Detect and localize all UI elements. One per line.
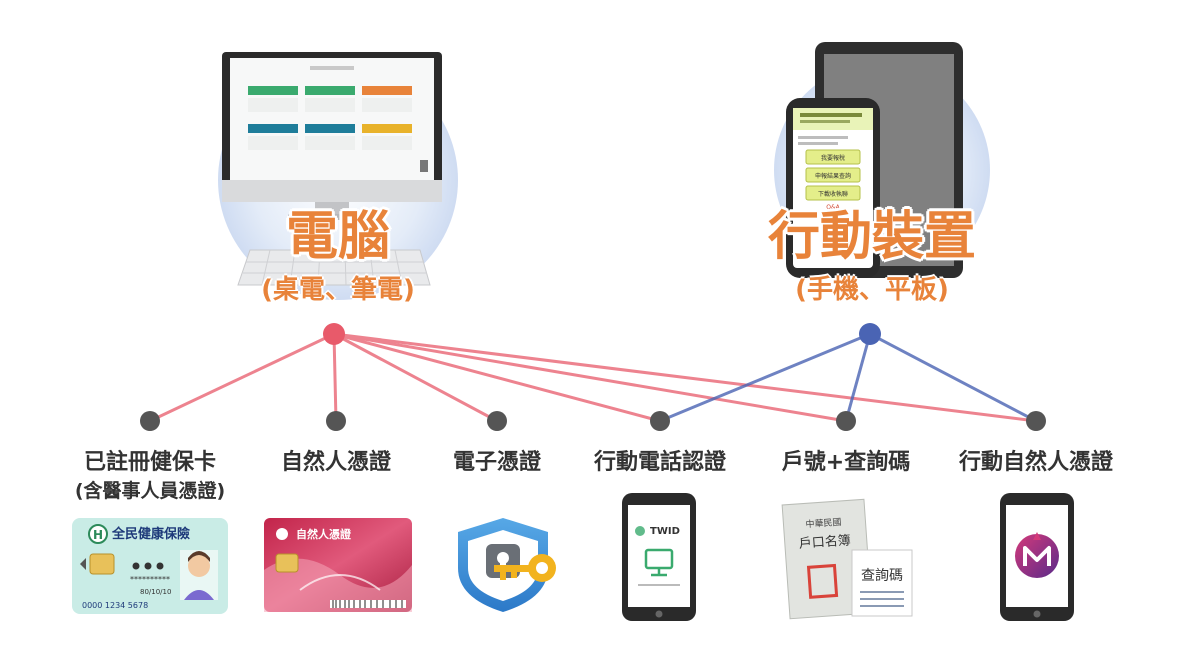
phone-icon: 我要報稅 申報結果查詢 下載收執聯 Q&A [786,98,880,278]
phone-menu-item-1[interactable]: 我要報稅 [821,154,845,162]
method-label-e-cert: 電子憑證 [452,450,541,475]
household-book-icon: 中華民國 戶口名簿 查詢碼 [781,498,913,620]
computer-title: 電腦 [285,207,390,267]
phone-menu-item-3[interactable]: 下載收執聯 [818,190,848,198]
household-header: 中華民國 [805,516,842,530]
health-card-icon: H 全民健康保險 ********** 80/10/10 0000 1234 5… [72,518,228,614]
method-node-1 [140,411,160,431]
citizen-certificate-card-icon: 自然人憑證 [264,518,412,612]
computer-connections [148,332,1038,423]
mobile-title: 行動裝置 [767,207,976,267]
method-label-citizen-cert: 自然人憑證 [280,450,391,475]
app-logo-icon [1015,534,1059,578]
method-sublabel-medical-cert: (含醫事人員憑證) [74,480,226,502]
computer-subtitle: (桌電、筆電) [261,275,415,305]
method-node-2 [326,411,346,431]
twid-label: TWID [650,526,680,537]
mobile-connections [658,332,1038,423]
phone-menu: 我要報稅 申報結果查詢 下載收執聯 Q&A [805,149,861,211]
computer-node [323,323,345,345]
svg-text:H: H [93,528,103,542]
method-node-5 [836,411,856,431]
desktop-monitor-icon [222,52,442,220]
method-node-4 [650,411,670,431]
citizen-card-title: 自然人憑證 [296,527,352,541]
mobile-node [859,323,881,345]
phone-qa-link[interactable]: Q&A [826,204,840,211]
twid-phone-icon: TWID [622,493,696,621]
query-code-label: 查詢碼 [861,568,903,584]
method-label-mobile-phone-auth: 行動電話認證 [593,450,726,475]
keyboard-icon [237,249,431,286]
household-title: 戶口名簿 [798,532,851,552]
method-node-3 [487,411,507,431]
method-label-health-card: 已註冊健保卡 [83,450,216,475]
phone-menu-item-2[interactable]: 申報結果查詢 [815,172,851,180]
mobile-citizen-cert-phone-icon [1000,493,1074,621]
shield-key-icon [458,518,556,612]
health-card-title: 全民健康保險 [111,526,190,542]
svg-text:**********: ********** [130,575,170,584]
method-node-6 [1026,411,1046,431]
health-card-number: 0000 1234 5678 [82,601,148,610]
mobile-subtitle: (手機、平板) [795,275,949,305]
method-label-household-code: 戶號+查詢碼 [781,450,911,475]
method-label-mobile-citizen-cert: 行動自然人憑證 [958,450,1113,475]
health-card-date: 80/10/10 [140,588,171,596]
